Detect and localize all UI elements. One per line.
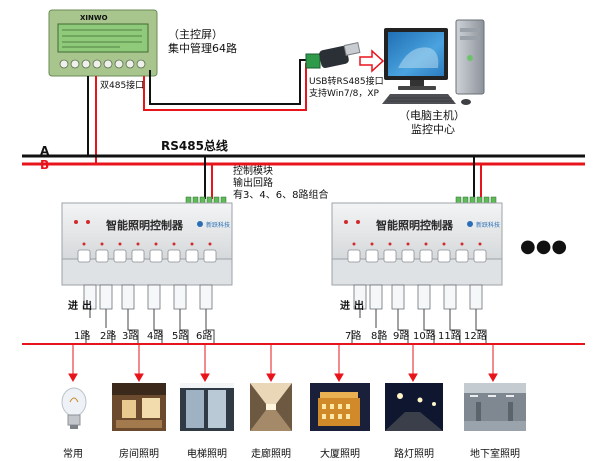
usb-to-pc-arrow: [359, 49, 385, 73]
channel-label: 12路: [464, 331, 487, 342]
pc-computer: [382, 19, 485, 105]
pc-label-line1: （电脑主机）: [399, 109, 465, 122]
pc-label-line2: 监控中心: [411, 123, 455, 136]
channel-label: 5路: [172, 331, 189, 342]
thumb-corridor: [250, 383, 292, 431]
channel-label: 9路: [393, 331, 410, 342]
master-control-panel: [48, 9, 158, 77]
thumb-basement: [464, 383, 526, 431]
usb-label-line1: USB转RS485接口: [309, 77, 384, 87]
controller-1-title: 智能照明控制器: [106, 219, 183, 232]
bus-label-a: A: [40, 144, 50, 158]
lighting-controller-2: [331, 196, 503, 343]
lighting-controller-1: [61, 196, 233, 343]
channel-label: 3路: [122, 331, 139, 342]
dual-485-port-label: 双485接口: [100, 81, 145, 91]
category-label-room: 房间照明: [119, 449, 159, 460]
module-note-line1: 控制模块: [233, 166, 273, 177]
category-label-basement: 地下室照明: [470, 449, 520, 460]
channel-label: 1路: [74, 331, 91, 342]
controller-2-brand: 新跃科技: [476, 222, 501, 229]
thumb-streetlight: [385, 383, 443, 431]
channel-label: 4路: [147, 331, 164, 342]
thumb-building: [310, 383, 370, 431]
rs485-bus: [22, 154, 585, 166]
channel-label: 7路: [345, 331, 362, 342]
terminal-in-label-2: 进: [340, 301, 350, 312]
module-note-line3: 有3、4、6、8路组合: [233, 190, 329, 201]
channel-label: 6路: [196, 331, 213, 342]
category-label-streetlight: 路灯照明: [394, 449, 434, 460]
controller-1-brand: 新跃科技: [206, 222, 231, 229]
output-arrows: [68, 344, 498, 383]
channel-label: 11路: [438, 331, 461, 342]
thumb-elevator: [180, 383, 234, 431]
category-label-common: 常用: [63, 449, 83, 460]
thumb-common: [52, 384, 96, 432]
master-panel-title: （主控屏）: [168, 28, 223, 41]
controller-2-title: 智能照明控制器: [376, 219, 453, 232]
master-panel-subtitle: 集中管理64路: [168, 42, 237, 55]
category-label-corridor: 走廊照明: [251, 449, 291, 460]
bus-label-b: B: [40, 158, 50, 172]
category-label-elevator: 电梯照明: [187, 449, 227, 460]
usb-label-line2: 支持Win7/8，XP: [309, 89, 379, 99]
channel-label: 2路: [100, 331, 117, 342]
master-panel-brand: XINWO: [80, 14, 108, 22]
terminal-in-label-1: 进: [68, 301, 78, 312]
channel-label: 8路: [371, 331, 388, 342]
usb-rs485-adapter: [305, 42, 361, 69]
bus-title: RS485总线: [161, 139, 228, 153]
thumb-room: [112, 383, 166, 431]
channel-label: 10路: [413, 331, 436, 342]
terminal-out-label-2: 出: [354, 301, 364, 312]
more-controllers-ellipsis: ●●●: [520, 236, 568, 257]
terminal-out-label-1: 出: [82, 301, 92, 312]
module-note-line2: 输出回路: [233, 178, 273, 189]
category-label-building: 大厦照明: [320, 449, 360, 460]
